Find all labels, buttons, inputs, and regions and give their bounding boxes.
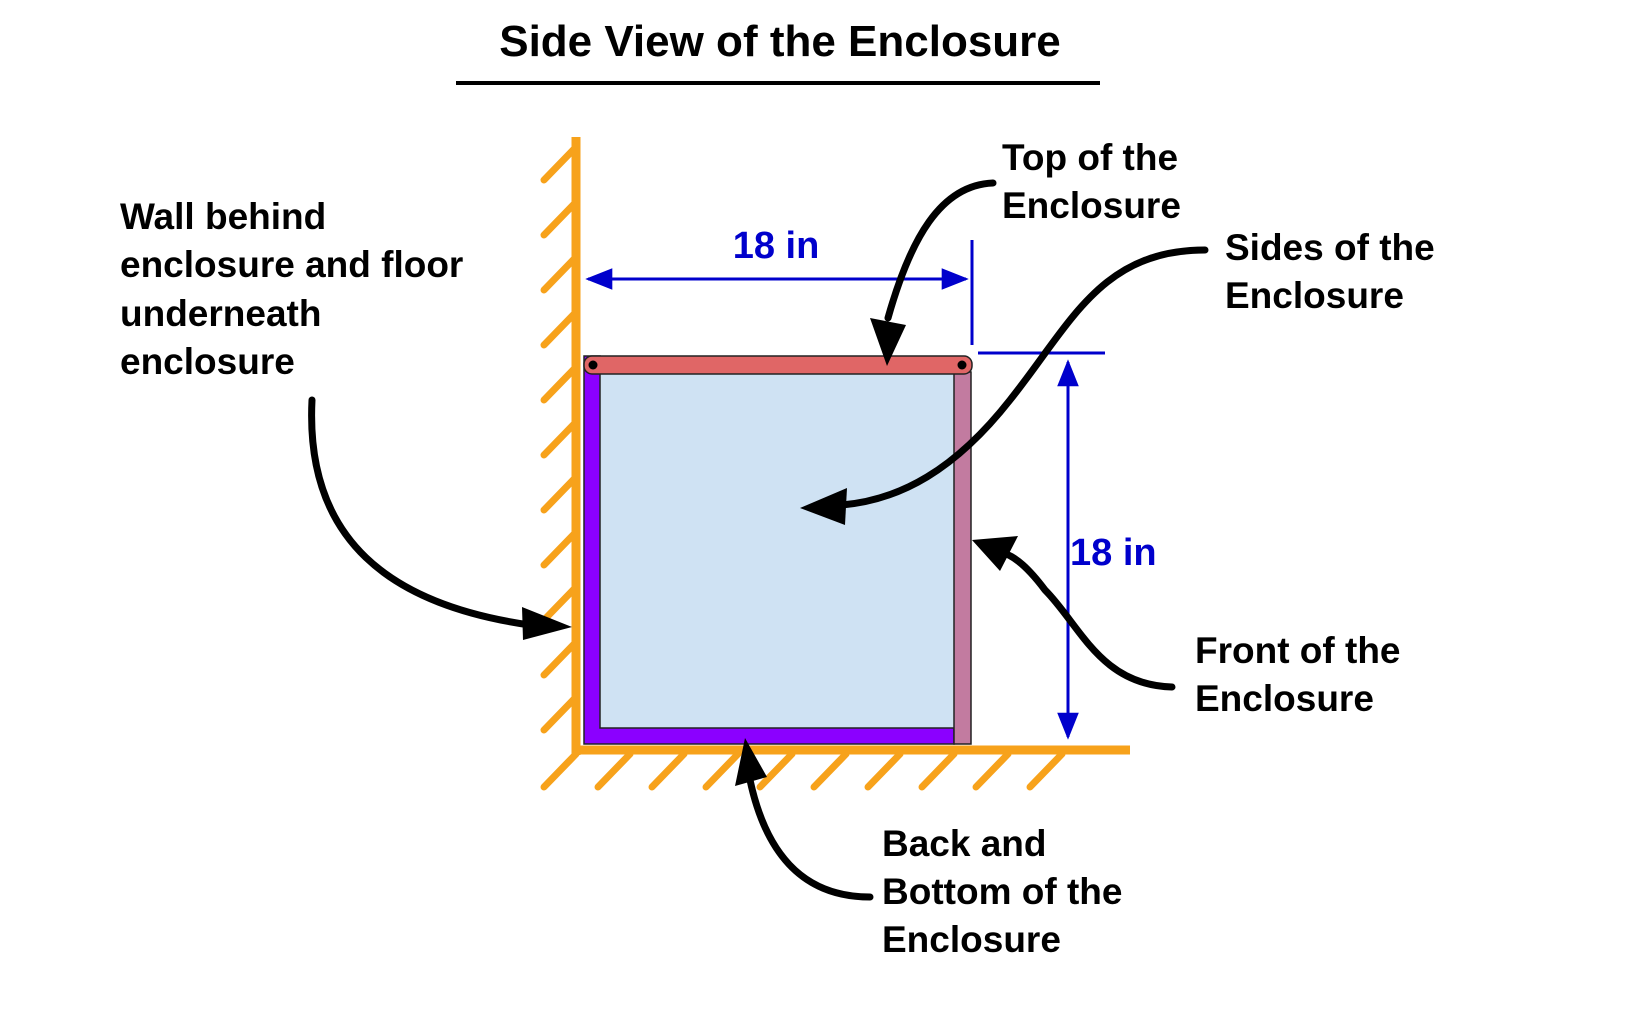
hinge-left [588,360,598,370]
front-panel [953,371,972,745]
width-dimension-label: 18 in [733,225,820,267]
back-arrowhead [735,738,767,786]
wall-label: Wall behind enclosure and floor undernea… [120,196,463,382]
top-panel [583,355,973,375]
front-label: Front of the Enclosure [1195,630,1401,719]
sides-label-line: Sides of the [1225,227,1435,268]
back-label-line: Bottom of the [882,871,1122,912]
top-callout-line [884,179,997,322]
top-label: Top of the Enclosure [1002,137,1181,226]
front-label-line: Front of the [1195,630,1401,671]
back-label-line: Enclosure [882,919,1061,960]
wall-callout-line [308,396,534,629]
back-label-line: Back and [882,823,1047,864]
front-arrowhead [972,536,1018,571]
sides-callout-line [838,246,1209,509]
wall [540,137,581,755]
top-label-line: Enclosure [1002,185,1181,226]
enclosure [583,355,973,745]
back-callout-line [746,776,874,901]
wall-label-line: enclosure and floor [120,244,463,285]
front-label-line: Enclosure [1195,678,1374,719]
sides-panel [599,371,955,729]
wall-label-line: underneath [120,293,321,334]
hinge-right [957,360,967,370]
wall-label-line: Wall behind [120,196,326,237]
height-dimension: 18 in [978,351,1157,740]
sides-label: Sides of the Enclosure [1225,227,1435,316]
wall-label-line: enclosure [120,341,295,382]
sides-label-line: Enclosure [1225,275,1404,316]
floor [540,745,1130,791]
top-arrowhead [870,318,906,366]
sides-arrowhead [800,488,847,525]
height-dimension-label: 18 in [1070,532,1157,574]
diagram-title: Side View of the Enclosure [499,17,1061,66]
top-label-line: Top of the [1002,137,1178,178]
wall-arrowhead [522,607,572,640]
front-callout-line [996,548,1176,691]
back-label: Back and Bottom of the Enclosure [882,823,1122,960]
